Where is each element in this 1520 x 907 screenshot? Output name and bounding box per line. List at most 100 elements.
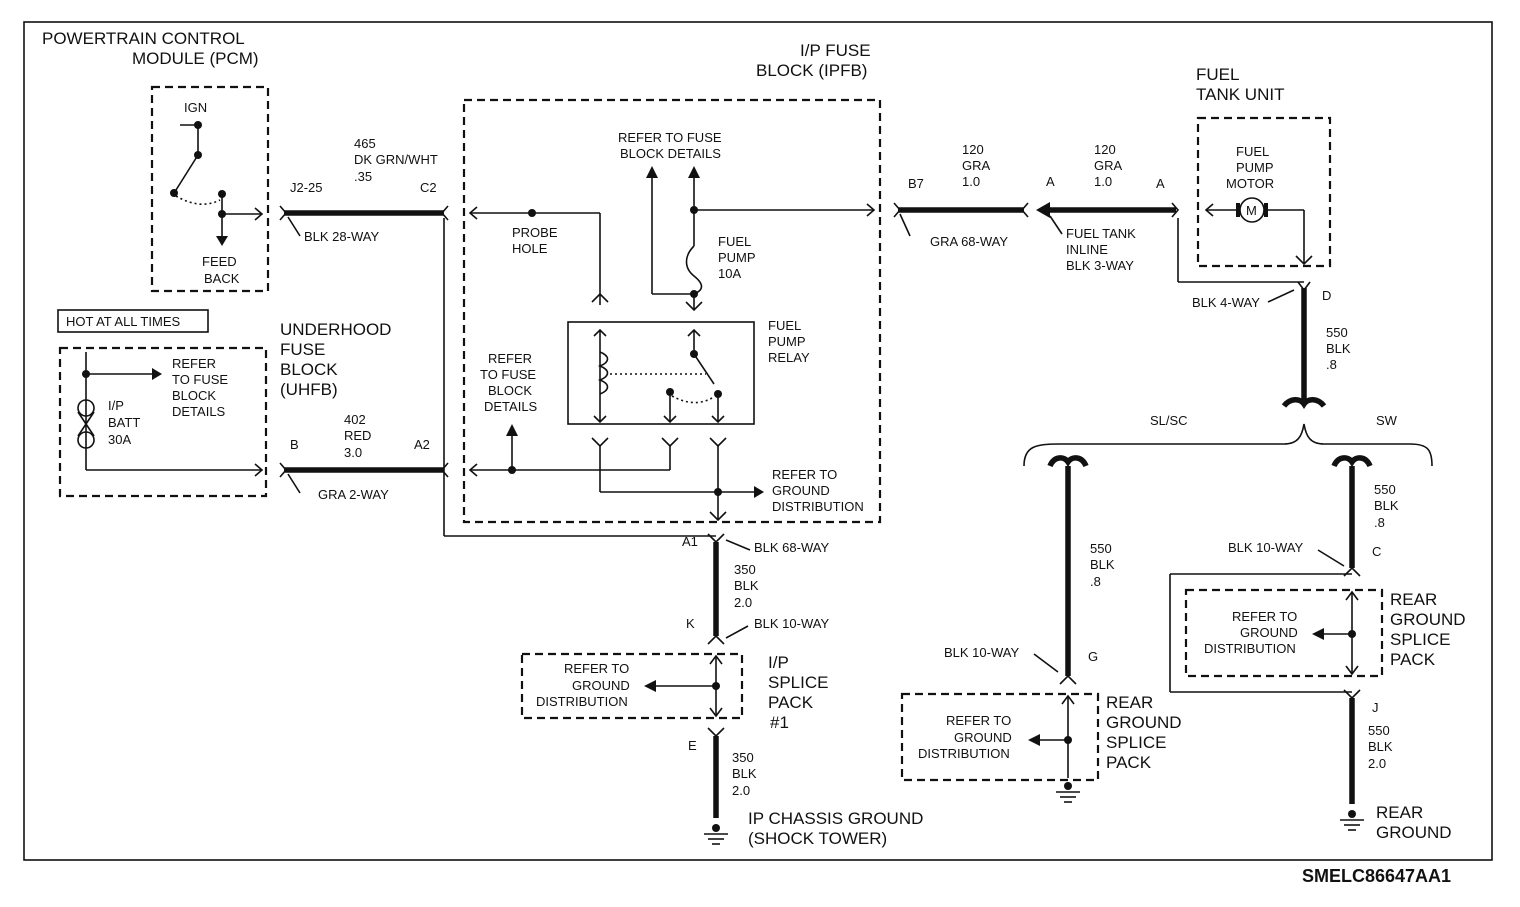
ip-ground-2: (SHOCK TOWER) [748, 829, 887, 848]
ip-refer-2: GROUND [572, 678, 630, 693]
fuel-tank-conn: BLK 4-WAY [1192, 295, 1260, 310]
fuel-tank-title-2: TANK UNIT [1196, 85, 1284, 104]
wire-120a-pin: A [1046, 174, 1055, 189]
ipfb-title-2: BLOCK (IPFB) [756, 61, 867, 80]
slsc-refer-2: GROUND [954, 730, 1012, 745]
motor-label-2: PUMP [1236, 160, 1274, 175]
ip-wire2-size: 2.0 [732, 783, 750, 798]
wire-465-num: 465 [354, 136, 376, 151]
ipfb-relay-1: FUEL [768, 318, 801, 333]
ipfb-refer-left-1: REFER [488, 351, 532, 366]
wire-120b-num: 120 [1094, 142, 1116, 157]
uhfb-fuse-2: BATT [108, 415, 140, 430]
rear-ground-2: GROUND [1376, 823, 1452, 842]
uhfb-box [58, 346, 268, 498]
slsc-splice-1: REAR [1106, 693, 1153, 712]
wire-550-num: 550 [1326, 325, 1348, 340]
wire-465-size: .35 [354, 169, 372, 184]
ip-splice-4: #1 [770, 713, 789, 732]
diagram-id: SMELC86647AA1 [1302, 866, 1451, 886]
hot-badge [57, 309, 209, 333]
ipfb-relay-3: RELAY [768, 350, 810, 365]
wire-402-conn: GRA 2-WAY [318, 487, 389, 502]
ipfb-pin-b7: B7 [908, 176, 924, 191]
wire-120a-num: 120 [962, 142, 984, 157]
wire-120a-color: GRA [962, 158, 991, 173]
ipfb-box [462, 98, 882, 524]
slsc-wire-color: BLK [1090, 557, 1115, 572]
ip-ground-branch: BLK 68-WAY A1 350 BLK 2.0 K BLK 10-WAY R… [520, 533, 923, 848]
diagram-frame [23, 21, 1493, 861]
ipfb-refer-top-2: BLOCK DETAILS [620, 146, 721, 161]
ipfb-refer-top-1: REFER TO FUSE [618, 130, 722, 145]
wire-402-pin: A2 [414, 437, 430, 452]
sw-splice-2: GROUND [1390, 610, 1466, 629]
fuel-tank-box [1196, 116, 1332, 268]
ip-wire2-color: BLK [732, 766, 757, 781]
uhfb-refer-2: TO FUSE [172, 372, 228, 387]
ipfb: I/P FUSE BLOCK (IPFB) REFER TO FUSE BLOC… [462, 41, 882, 524]
motor-label-3: MOTOR [1226, 176, 1274, 191]
ipfb-fuse-2: PUMP [718, 250, 756, 265]
motor-symbol: M [1246, 203, 1257, 218]
ip-splice-2: SPLICE [768, 673, 828, 692]
ip-conn-k: BLK 10-WAY [754, 616, 829, 631]
sw-pin-c: C [1372, 544, 1381, 559]
motor-label-1: FUEL [1236, 144, 1269, 159]
wire-120b-color: GRA [1094, 158, 1123, 173]
sw-wire-color: BLK [1374, 498, 1399, 513]
ip-splice-box [520, 652, 744, 720]
ipfb-pin-a1: A1 [682, 534, 698, 549]
ipfb-fuse-1: FUEL [718, 234, 751, 249]
variant-slsc: SL/SC [1150, 413, 1188, 428]
slsc-splice-4: PACK [1106, 753, 1152, 772]
fuel-tank-pin: D [1322, 288, 1331, 303]
wire-402-num: 402 [344, 412, 366, 427]
sw-branch: 550 BLK .8 BLK 10-WAY C REFER TO GROUND … [1169, 455, 1466, 842]
fuel-tank-title-1: FUEL [1196, 65, 1239, 84]
slsc-ground-icon [1056, 782, 1080, 803]
ipfb-probe-1: PROBE [512, 225, 558, 240]
sw-splice-1: REAR [1390, 590, 1437, 609]
hot-badge-text: HOT AT ALL TIMES [66, 314, 180, 329]
ip-pin-k: K [686, 616, 695, 631]
uhfb: UNDERHOOD FUSE BLOCK (UHFB) REFER TO FUS… [58, 320, 391, 498]
ip-wire-num: 350 [734, 562, 756, 577]
sw-conn: BLK 10-WAY [1228, 540, 1303, 555]
wire-465: J2-25 465 DK GRN/WHT .35 C2 BLK 28-WAY [279, 136, 716, 537]
wire-402-size: 3.0 [344, 445, 362, 460]
ipfb-fuse-3: 10A [718, 266, 741, 281]
ipfb-ground-2: GROUND [772, 483, 830, 498]
wire-402: B 402 RED 3.0 A2 GRA 2-WAY [279, 412, 449, 502]
sw-refer-2: GROUND [1240, 625, 1298, 640]
ip-refer-1: REFER TO [564, 661, 629, 676]
wire-550-size: .8 [1326, 357, 1337, 372]
pcm-feed-2: BACK [204, 271, 240, 286]
uhfb-title-2: FUSE [280, 340, 325, 359]
pcm-box [150, 85, 270, 293]
ipfb-refer-left-4: DETAILS [484, 399, 538, 414]
wire-402-color: RED [344, 428, 371, 443]
wire-120-a: B7 120 GRA 1.0 A GRA 68-WAY [893, 142, 1055, 249]
wire-465-pin: C2 [420, 180, 437, 195]
pcm-ign-label: IGN [184, 100, 207, 115]
wire-120a-size: 1.0 [962, 174, 980, 189]
uhfb-refer-3: BLOCK [172, 388, 216, 403]
uhfb-refer-1: REFER [172, 356, 216, 371]
wire-465-color: DK GRN/WHT [354, 152, 438, 167]
pcm-module: POWERTRAIN CONTROL MODULE (PCM) IGN FEED… [42, 29, 270, 293]
slsc-branch: 550 BLK .8 BLK 10-WAY G REFER TO GROUND … [900, 455, 1182, 803]
wire-465-conn: BLK 28-WAY [304, 229, 379, 244]
ipfb-ground-3: DISTRIBUTION [772, 499, 864, 514]
ipfb-title-1: I/P FUSE [800, 41, 871, 60]
sw-wire2-size: 2.0 [1368, 756, 1386, 771]
wire-550-color: BLK [1326, 341, 1351, 356]
ip-refer-3: DISTRIBUTION [536, 694, 628, 709]
ip-conn-top: BLK 68-WAY [754, 540, 829, 555]
wire-120b-conn-1: FUEL TANK [1066, 226, 1136, 241]
slsc-wire-size: .8 [1090, 574, 1101, 589]
ip-splice-1: I/P [768, 653, 789, 672]
rear-ground-1: REAR [1376, 803, 1423, 822]
